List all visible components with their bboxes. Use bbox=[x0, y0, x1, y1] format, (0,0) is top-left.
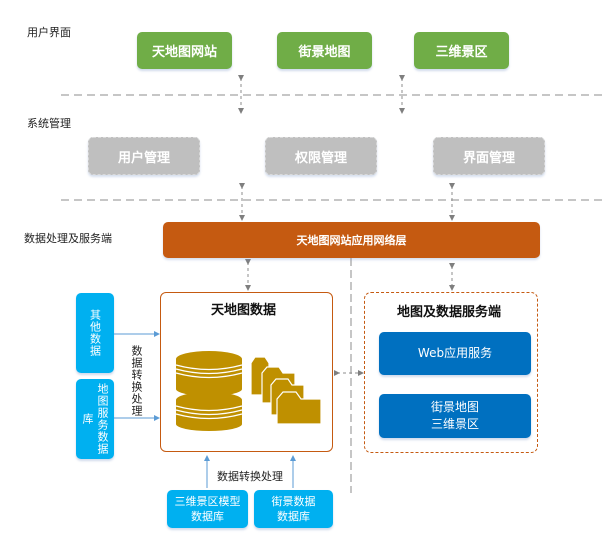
web-app-service-label: Web应用服务 bbox=[417, 346, 493, 360]
ui-app-street-view-map[interactable]: 街景地图 bbox=[277, 32, 372, 69]
source-label: 其他数据 bbox=[88, 309, 102, 357]
source-street-view-db[interactable]: 街景数据 数据库 bbox=[254, 490, 333, 528]
ui-app-label: 三维景区 bbox=[435, 45, 488, 60]
mgmt-interface[interactable]: 界面管理 bbox=[433, 137, 545, 175]
source-map-service-db[interactable]: 地图服务数据库 bbox=[76, 379, 114, 459]
source-line2: 数据库 bbox=[277, 510, 310, 523]
web-app-service[interactable]: Web应用服务 bbox=[379, 332, 531, 375]
layer-label-data-service: 数据处理及服务端 bbox=[24, 232, 112, 245]
left-conversion-note: 数据转换处理 bbox=[130, 345, 143, 417]
street-service-line2: 三维景区 bbox=[430, 417, 479, 431]
ui-app-label: 街景地图 bbox=[298, 45, 351, 60]
database-icon bbox=[175, 351, 243, 431]
street-3d-service[interactable]: 街景地图 三维景区 bbox=[379, 394, 531, 438]
mgmt-label: 用户管理 bbox=[117, 150, 170, 166]
bottom-conversion-note: 数据转换处理 bbox=[217, 470, 283, 483]
source-3d-scenic-model-db[interactable]: 三维景区模型 数据库 bbox=[167, 490, 248, 528]
source-line1: 三维景区模型 bbox=[174, 495, 241, 508]
folders-icon bbox=[250, 356, 322, 425]
source-other-data[interactable]: 其他数据 bbox=[76, 293, 114, 373]
mgmt-label: 界面管理 bbox=[462, 150, 515, 166]
server-panel-title: 地图及数据服务端 bbox=[397, 305, 502, 320]
ui-app-3d-scenic[interactable]: 三维景区 bbox=[414, 32, 509, 69]
layer-label-user-interface: 用户界面 bbox=[27, 26, 71, 39]
tianditu-data-title: 天地图数据 bbox=[211, 303, 277, 318]
network-layer-bar[interactable]: 天地图网站应用网络层 bbox=[163, 222, 540, 258]
network-layer-label: 天地图网站应用网络层 bbox=[296, 234, 407, 247]
ui-app-label: 天地图网站 bbox=[151, 45, 217, 60]
source-line2: 数据库 bbox=[191, 510, 224, 523]
mgmt-label: 权限管理 bbox=[294, 150, 347, 166]
ui-app-tianditu-website[interactable]: 天地图网站 bbox=[137, 32, 232, 69]
mgmt-user[interactable]: 用户管理 bbox=[88, 137, 200, 175]
layer-label-system-management: 系统管理 bbox=[27, 117, 71, 130]
source-line1: 街景数据 bbox=[271, 495, 316, 508]
street-service-line1: 街景地图 bbox=[430, 400, 479, 414]
source-label: 地图服务数据库 bbox=[81, 383, 109, 455]
mgmt-permission[interactable]: 权限管理 bbox=[265, 137, 377, 175]
